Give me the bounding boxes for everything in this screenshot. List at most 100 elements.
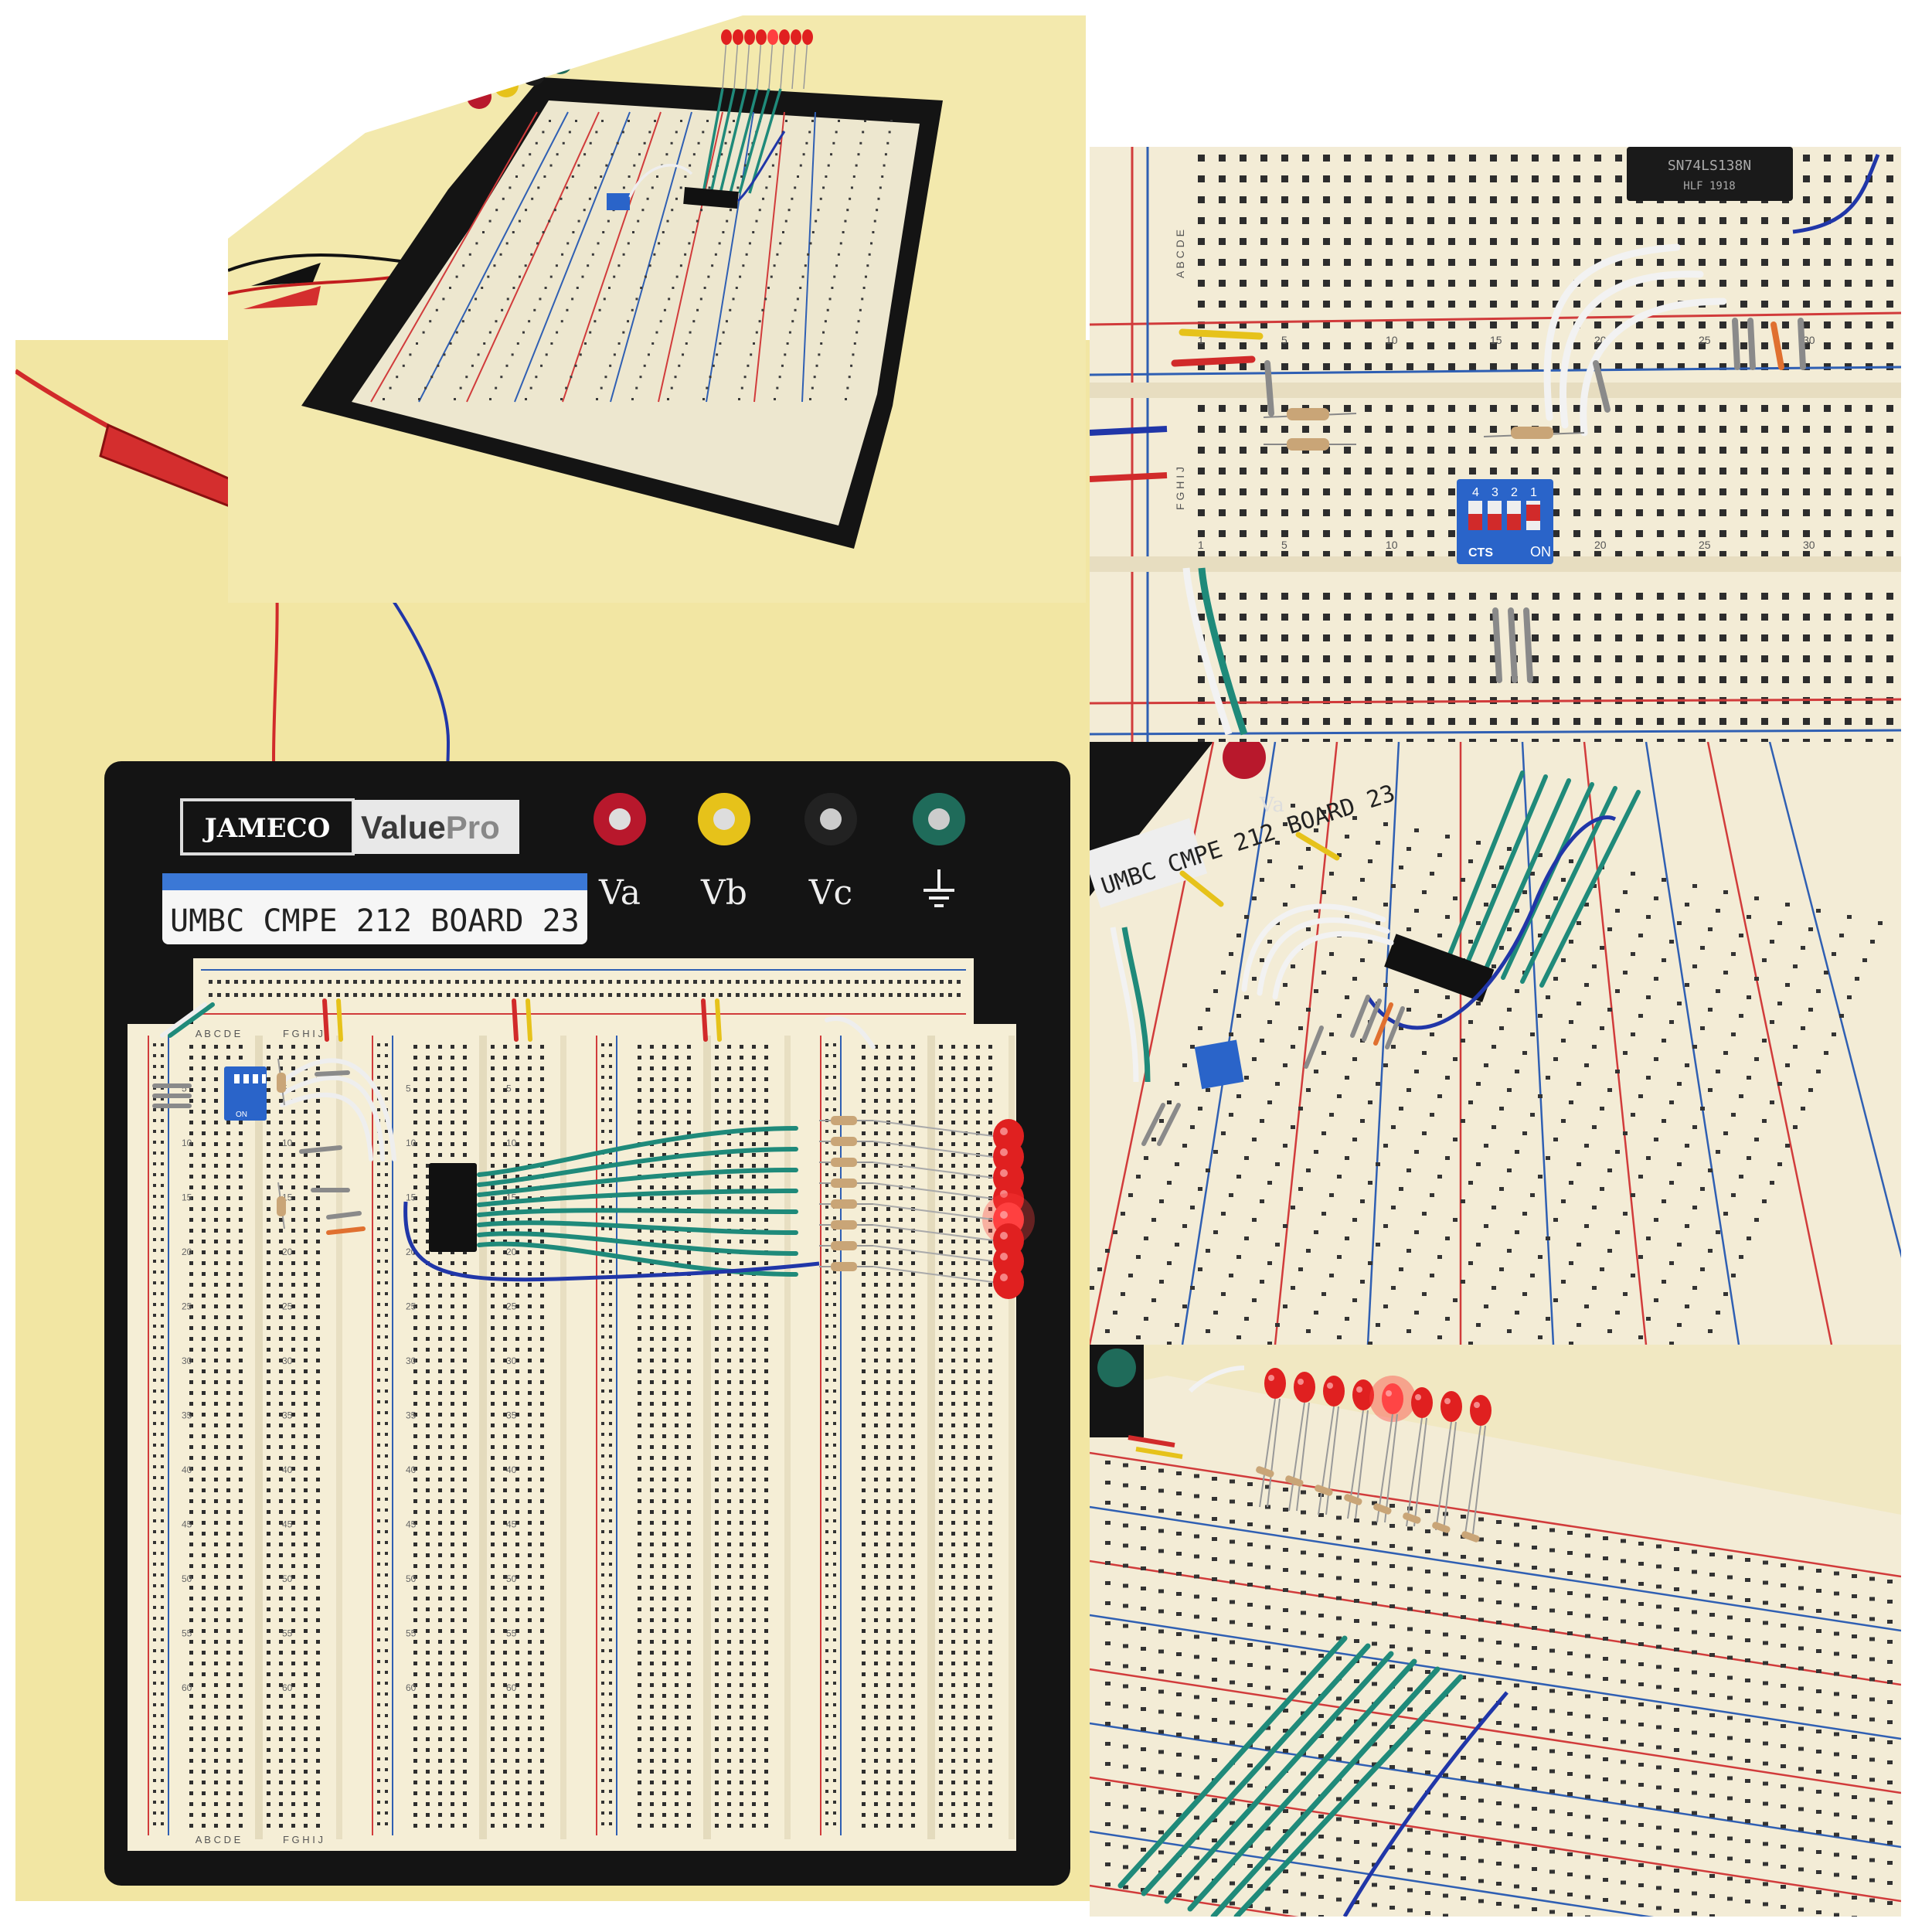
resistor — [819, 1262, 873, 1271]
resistor — [819, 1137, 873, 1146]
resistor — [819, 1158, 873, 1167]
svg-text:45: 45 — [282, 1519, 293, 1530]
led — [791, 29, 801, 45]
led — [872, 1265, 1024, 1299]
board-label-tag — [162, 873, 587, 944]
svg-text:F G H I J: F G H I J — [283, 1028, 323, 1039]
binding-post-va[interactable] — [594, 793, 646, 845]
svg-text:A B C D E: A B C D E — [196, 1834, 241, 1845]
svg-text:20: 20 — [182, 1247, 192, 1257]
detail-dip-switch-photo: A B C D E F G H I J 11551010151520202525… — [1090, 147, 1901, 742]
svg-text:25: 25 — [506, 1301, 517, 1312]
resistor — [277, 1058, 286, 1106]
led — [1406, 1387, 1433, 1527]
svg-text:5: 5 — [182, 1083, 187, 1094]
binding-post-vb[interactable] — [698, 793, 750, 845]
svg-text:50: 50 — [506, 1573, 517, 1584]
svg-text:45: 45 — [506, 1519, 517, 1530]
svg-text:45: 45 — [182, 1519, 192, 1530]
svg-text:30: 30 — [182, 1355, 192, 1366]
svg-text:ON: ON — [236, 1111, 247, 1119]
angled-overview-photo — [228, 15, 1086, 603]
svg-text:40: 40 — [406, 1464, 417, 1475]
svg-text:60: 60 — [282, 1682, 293, 1693]
svg-text:60: 60 — [406, 1682, 417, 1693]
led — [756, 29, 767, 45]
led — [733, 29, 743, 45]
resistor — [1373, 1503, 1392, 1515]
ic-chip — [429, 1163, 477, 1252]
svg-text:25: 25 — [282, 1301, 293, 1312]
svg-text:55: 55 — [506, 1628, 517, 1639]
red-alligator-clip — [99, 423, 249, 512]
svg-text:5: 5 — [506, 1083, 512, 1094]
svg-text:20: 20 — [282, 1247, 293, 1257]
resistor — [1483, 427, 1585, 439]
led — [802, 29, 813, 45]
resistor — [819, 1220, 873, 1230]
resistor — [819, 1116, 873, 1125]
svg-text:30: 30 — [506, 1355, 517, 1366]
dip-switch[interactable] — [224, 1066, 267, 1121]
led — [767, 29, 778, 45]
svg-text:10: 10 — [406, 1138, 417, 1148]
svg-text:30: 30 — [282, 1355, 293, 1366]
led — [779, 29, 790, 45]
svg-text:55: 55 — [182, 1628, 192, 1639]
svg-text:5: 5 — [406, 1083, 411, 1094]
svg-text:35: 35 — [406, 1410, 417, 1421]
resistor — [1432, 1522, 1451, 1533]
svg-text:15: 15 — [406, 1192, 417, 1203]
vc-label: Vc — [808, 873, 852, 913]
led — [1259, 1368, 1286, 1508]
decoder-chip — [1627, 147, 1793, 201]
svg-text:40: 40 — [282, 1464, 293, 1475]
resistor — [1315, 1485, 1333, 1496]
binding-post-vc[interactable] — [804, 793, 857, 845]
dip-switch-closeup[interactable] — [1457, 479, 1553, 564]
resistor — [1256, 1466, 1274, 1478]
resistor — [819, 1241, 873, 1250]
resistor — [1403, 1512, 1421, 1524]
svg-text:35: 35 — [282, 1410, 293, 1421]
led — [1318, 1376, 1345, 1515]
svg-text:60: 60 — [506, 1682, 517, 1693]
resistor — [277, 1182, 286, 1230]
led — [1464, 1395, 1492, 1535]
svg-text:UMBC CMPE 212 BOARD 23: UMBC CMPE 212 BOARD 23 — [170, 903, 580, 939]
svg-text:10: 10 — [182, 1138, 192, 1148]
resistor — [819, 1179, 873, 1188]
led — [721, 29, 732, 45]
binding-post-ground[interactable] — [913, 793, 965, 845]
resistor — [819, 1199, 873, 1209]
svg-text:55: 55 — [282, 1628, 293, 1639]
svg-text:10: 10 — [506, 1138, 517, 1148]
svg-text:10: 10 — [282, 1138, 293, 1148]
svg-text:50: 50 — [282, 1573, 293, 1584]
led — [744, 29, 755, 45]
svg-text:30: 30 — [406, 1355, 417, 1366]
resistor — [1263, 408, 1357, 420]
svg-text:A B C D E: A B C D E — [196, 1028, 241, 1039]
svg-text:25: 25 — [406, 1301, 417, 1312]
svg-text:50: 50 — [406, 1573, 417, 1584]
led — [1288, 1372, 1315, 1512]
svg-text:50: 50 — [182, 1573, 192, 1584]
detail-led-row-photo — [1090, 1345, 1901, 1917]
svg-text:35: 35 — [182, 1410, 192, 1421]
svg-text:ValuePro: ValuePro — [361, 809, 500, 845]
svg-text:20: 20 — [506, 1247, 517, 1257]
detail-angled-chip-photo: UMBC CMPE 212 BOARD 23 Va — [1090, 742, 1901, 1345]
jameco-logo — [180, 798, 355, 855]
resistor — [1344, 1494, 1362, 1505]
led-lit — [1369, 1376, 1416, 1523]
svg-text:55: 55 — [406, 1628, 417, 1639]
ground-symbol-icon — [923, 869, 954, 907]
vb-label: Vb — [700, 873, 747, 913]
svg-text:F G H I J: F G H I J — [283, 1834, 323, 1845]
va-label: Va — [598, 873, 641, 913]
resistor — [1264, 438, 1356, 451]
svg-text:40: 40 — [182, 1464, 192, 1475]
led — [1435, 1391, 1462, 1531]
resistor — [1285, 1475, 1304, 1487]
